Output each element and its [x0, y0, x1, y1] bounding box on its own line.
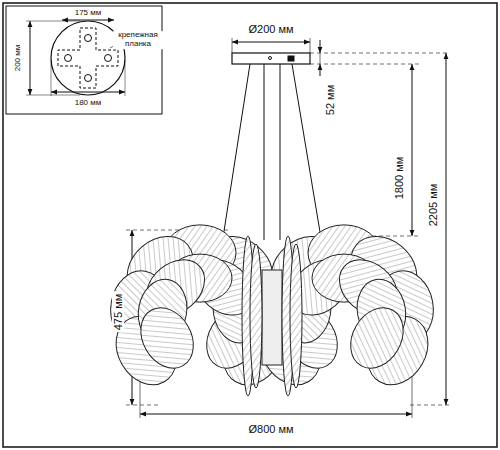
mount-inset [6, 6, 162, 114]
petal [130, 298, 204, 377]
dimension-label: 1800 мм [393, 155, 405, 202]
canopy [126, 38, 450, 418]
petal [250, 244, 262, 388]
dimension-label: Ø200 мм [246, 23, 295, 35]
dimension-label: 2205 мм [427, 182, 439, 229]
dimension-label: 200 мм [14, 43, 23, 74]
dimension-label: 175 мм [73, 9, 104, 18]
dimension-label: Ø800 мм [246, 423, 295, 435]
lamp-core [262, 270, 282, 365]
dimension-label: 52 мм [324, 83, 336, 117]
lamp-petals [104, 224, 440, 396]
petal [340, 298, 414, 377]
dimension-label: крепежная планка [113, 31, 163, 49]
drawing-frame [3, 3, 497, 447]
dimension-label: 180 мм [73, 99, 104, 108]
dimension-label: 475 мм [112, 292, 124, 333]
petal [290, 244, 302, 388]
